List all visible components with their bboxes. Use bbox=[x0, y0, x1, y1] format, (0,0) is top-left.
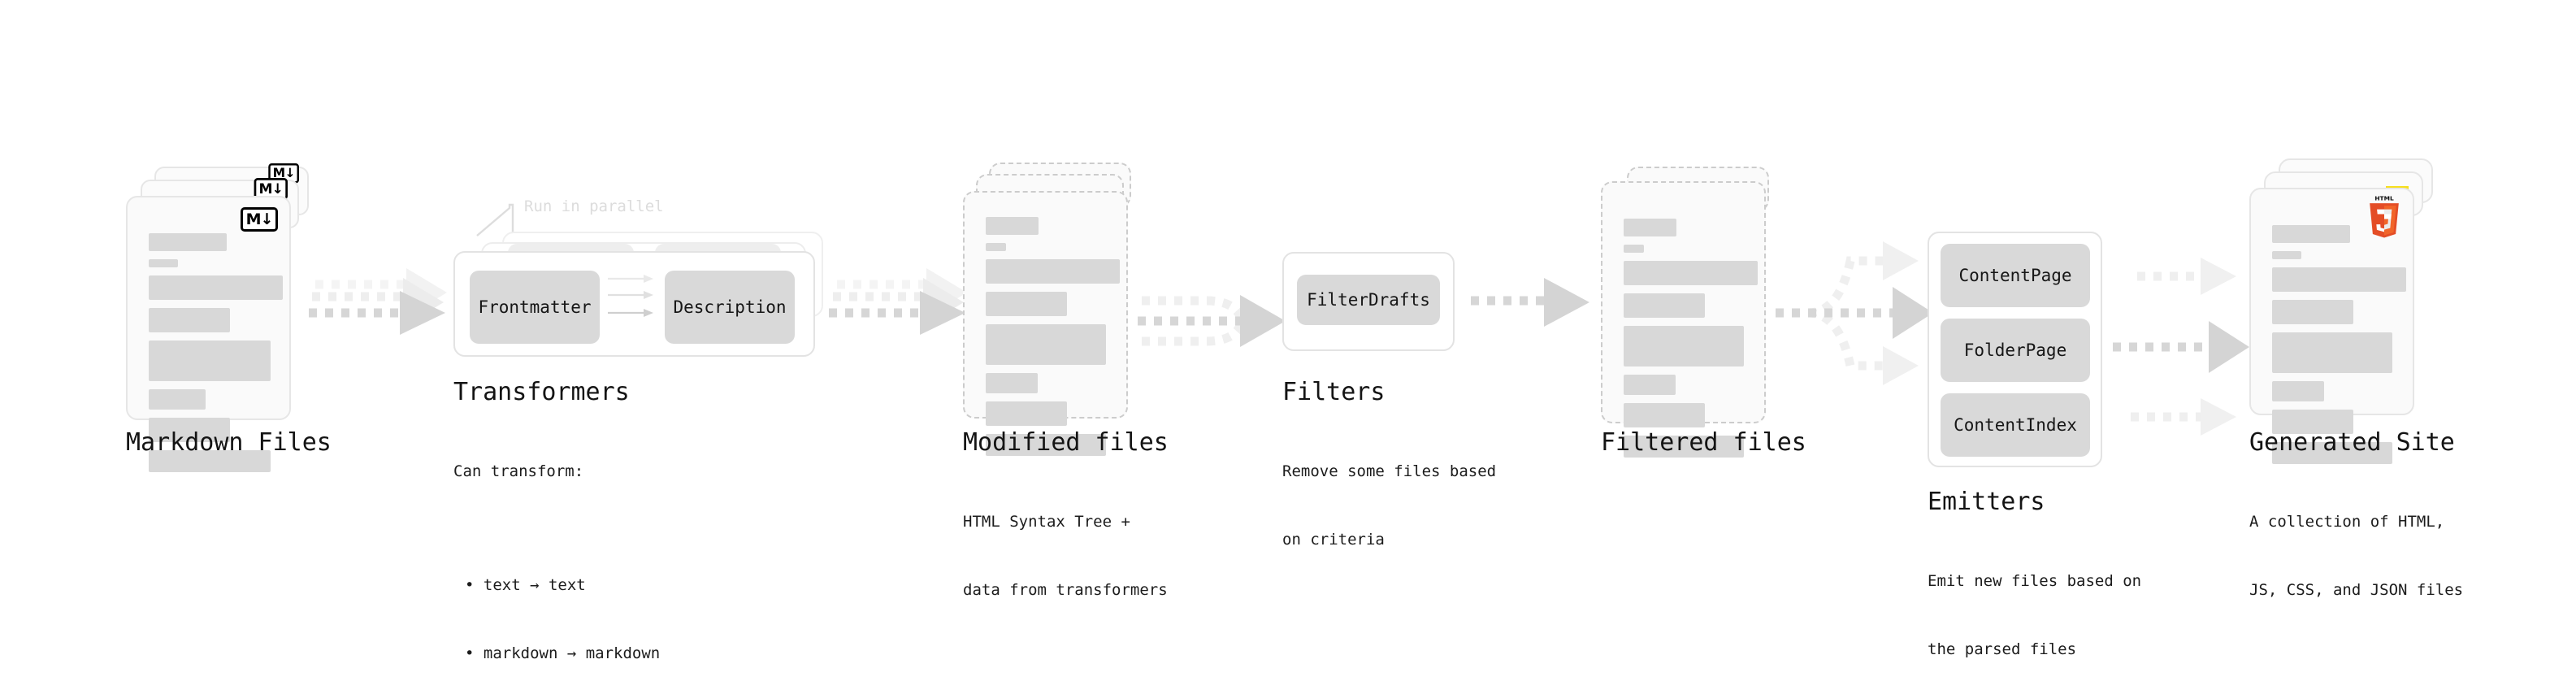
markdown-icon: M↓ bbox=[241, 207, 278, 232]
filters-caption-line-1: on criteria bbox=[1282, 531, 1385, 549]
generated-site-caption-line-0: A collection of HTML, bbox=[2249, 513, 2445, 531]
stage-title-filtered-files: Filtered files bbox=[1601, 428, 1806, 457]
modified-files-caption-line-0: HTML Syntax Tree + bbox=[963, 513, 1130, 531]
svg-text:HTML: HTML bbox=[2374, 194, 2394, 202]
generated-site-caption-line-1: JS, CSS, and JSON files bbox=[2249, 581, 2464, 599]
generated-site-caption: A collection of HTML, JS, CSS, and JSON … bbox=[2249, 465, 2463, 647]
transformer-chip-description[interactable]: Description bbox=[665, 271, 795, 344]
connector-emitters-to-site bbox=[2113, 258, 2249, 436]
filters-caption-line-0: Remove some files based bbox=[1282, 462, 1497, 480]
markdown-files-doc-stack: M↓ M↓ M↓ bbox=[126, 163, 313, 472]
transformers-caption-heading: Can transform: bbox=[453, 462, 584, 480]
transformers-bullet-1: • markdown → markdown bbox=[465, 644, 661, 662]
stage-title-generated-site: Generated Site bbox=[2249, 428, 2455, 457]
modified-doc-placeholder-lines bbox=[986, 217, 1120, 464]
connector-markdown-to-transformers bbox=[309, 268, 447, 335]
stage-title-filters: Filters bbox=[1282, 378, 1386, 406]
stage-title-markdown-files: Markdown Files bbox=[126, 428, 332, 457]
filters-caption: Remove some files based on criteria bbox=[1282, 414, 1496, 596]
filtered-doc-front bbox=[1601, 181, 1766, 458]
emitters-caption: Emit new files based on the parsed files bbox=[1928, 524, 2141, 681]
emitter-chip-contentindex[interactable]: ContentIndex bbox=[1941, 393, 2090, 457]
connector-transformers-to-modified bbox=[829, 268, 967, 335]
transformer-chip-frontmatter[interactable]: Frontmatter bbox=[470, 271, 600, 344]
transformers-bullet-list: • text → text • markdown → markdown • ht… bbox=[453, 528, 660, 681]
markdown-doc-front: M↓ bbox=[126, 196, 291, 472]
connector-modified-to-filters bbox=[1138, 295, 1286, 347]
modified-doc-front bbox=[963, 191, 1128, 456]
transformers-bullet-0: • text → text bbox=[465, 576, 586, 594]
stage-title-emitters: Emitters bbox=[1928, 488, 2045, 516]
connector-filters-to-filtered bbox=[1471, 278, 1589, 327]
run-in-parallel-label: Run in parallel bbox=[524, 197, 664, 215]
filtered-doc-placeholder-lines bbox=[1624, 219, 1758, 466]
emitters-caption-line-0: Emit new files based on bbox=[1928, 572, 2142, 590]
modified-files-caption: HTML Syntax Tree + data from transformer… bbox=[963, 465, 1168, 647]
emitters-caption-line-1: the parsed files bbox=[1928, 640, 2077, 658]
connector-filtered-to-emitters bbox=[1776, 241, 1933, 385]
emitter-chip-contentpage[interactable]: ContentPage bbox=[1941, 244, 2090, 307]
markdown-doc-placeholder-lines bbox=[149, 233, 283, 480]
transformer-inner-arrows bbox=[608, 275, 653, 317]
emitter-chip-folderpage[interactable]: FolderPage bbox=[1941, 319, 2090, 382]
stage-title-transformers: Transformers bbox=[453, 378, 630, 406]
html5-icon: HTML bbox=[2370, 194, 2399, 238]
run-in-parallel-bracket bbox=[476, 203, 514, 237]
transformers-caption: Can transform: • text → text • markdown … bbox=[453, 414, 660, 681]
generated-doc-front-html: HTML bbox=[2249, 188, 2414, 464]
filter-chip-filterdrafts[interactable]: FilterDrafts bbox=[1297, 275, 1440, 325]
generated-doc-placeholder-lines bbox=[2272, 225, 2406, 472]
stage-title-modified-files: Modified files bbox=[963, 428, 1169, 457]
modified-files-caption-line-1: data from transformers bbox=[963, 581, 1168, 599]
